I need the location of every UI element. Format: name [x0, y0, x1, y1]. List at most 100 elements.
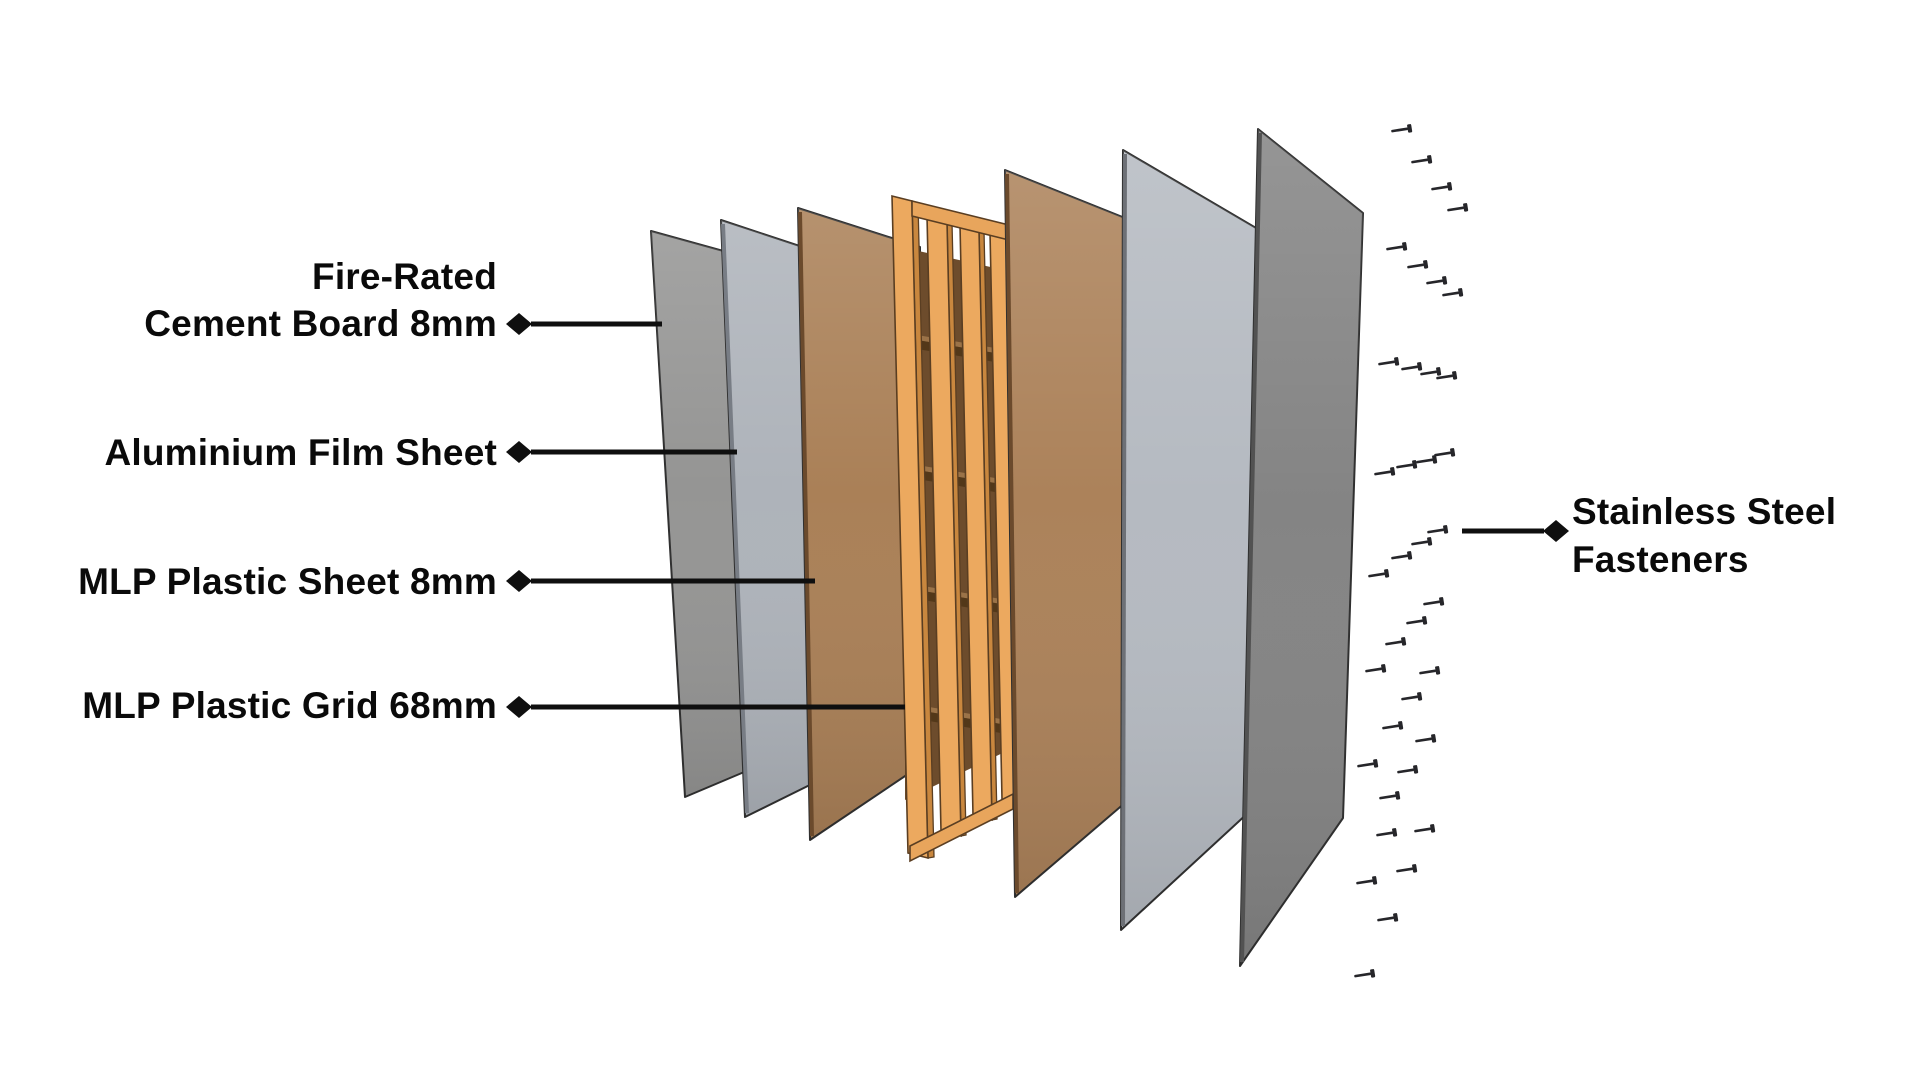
screw-shaft	[1442, 291, 1460, 297]
layer-panel-shading	[1005, 170, 1140, 897]
screw-head	[1443, 525, 1449, 534]
label-fire-rated-cement-board: Fire-Rated Cement Board 8mm	[144, 253, 497, 347]
screw-shaft	[1423, 600, 1441, 606]
diamond-marker-icon	[506, 696, 532, 718]
panel-thickness-edge	[721, 223, 749, 814]
screw-shaft	[1401, 365, 1419, 371]
screw-head	[1407, 124, 1413, 133]
screw-head	[1381, 664, 1387, 673]
screw-shaft	[1396, 463, 1414, 469]
fastener-screw-icon	[1420, 367, 1442, 376]
fastener-screw-icon	[1385, 637, 1407, 646]
fastener-screw-icon	[1365, 664, 1387, 673]
screw-head	[1430, 824, 1436, 833]
label-line: Fasteners	[1572, 539, 1749, 580]
screw-shaft	[1396, 867, 1414, 873]
screw-shaft	[1411, 540, 1429, 546]
screw-shaft	[1382, 724, 1400, 730]
screw-head	[1463, 203, 1469, 212]
screw-head	[1370, 969, 1376, 978]
fastener-screw-icon	[1376, 828, 1398, 837]
screw-head	[1452, 371, 1458, 380]
layer-panel-shading	[1240, 129, 1363, 966]
fastener-screw-icon	[1442, 288, 1464, 297]
screw-shaft	[1420, 370, 1438, 376]
fastener-screw-icon	[1379, 791, 1401, 800]
screw-shaft	[1416, 458, 1434, 464]
fastener-screw-icon	[1368, 569, 1390, 578]
screw-shaft	[1415, 737, 1433, 743]
fastener-screw-icon	[1434, 448, 1456, 457]
fastener-screw-icon	[1401, 692, 1423, 701]
fastener-screw-icon	[1431, 182, 1453, 191]
fastener-screw-icon	[1414, 824, 1436, 833]
fastener-screw-icon	[1357, 759, 1379, 768]
screw-head	[1395, 791, 1401, 800]
screw-shaft	[1407, 263, 1425, 269]
label-stainless-steel-fasteners: Stainless Steel Fasteners	[1572, 488, 1836, 584]
diamond-marker-icon	[506, 313, 532, 335]
fastener-screw-icon	[1401, 362, 1423, 371]
screw-shaft	[1447, 206, 1465, 212]
layer-panel-shading	[1121, 150, 1280, 930]
fastener-screw-icon	[1377, 913, 1399, 922]
panel-layers-front-group	[1004, 128, 1364, 967]
fastener-screw-icon	[1386, 242, 1408, 251]
grid-stud	[891, 194, 929, 860]
diamond-marker-icon	[506, 570, 532, 592]
layer-panel-shading	[798, 208, 920, 840]
screw-head	[1431, 734, 1437, 743]
panel-thickness-edge	[1240, 132, 1262, 963]
screw-shaft	[1397, 768, 1415, 774]
screw-head	[1447, 182, 1453, 191]
screw-shaft	[1426, 279, 1444, 285]
fastener-screw-icon	[1406, 616, 1428, 625]
screw-shaft	[1386, 245, 1404, 251]
screw-shaft	[1419, 669, 1437, 675]
fastener-screw-icon	[1436, 371, 1458, 380]
screw-head	[1423, 260, 1429, 269]
fastener-screw-icon	[1419, 666, 1441, 675]
fastener-screw-icon	[1427, 525, 1449, 534]
screw-head	[1390, 467, 1396, 476]
fastener-screw-icon	[1391, 551, 1413, 560]
fastener-screw-icon	[1382, 721, 1404, 730]
screw-head	[1458, 288, 1464, 297]
screw-shaft	[1368, 572, 1386, 578]
screw-shaft	[1406, 619, 1424, 625]
screw-head	[1394, 357, 1400, 366]
screw-head	[1372, 876, 1378, 885]
label-aluminium-film-sheet: Aluminium Film Sheet	[104, 429, 497, 476]
screw-shaft	[1354, 972, 1372, 978]
panel-layers-group	[650, 207, 921, 841]
screw-head	[1402, 242, 1408, 251]
screw-shaft	[1427, 528, 1445, 534]
label-line: Cement Board 8mm	[144, 303, 497, 344]
fastener-screw-icon	[1396, 864, 1418, 873]
fastener-screw-icon	[1407, 260, 1429, 269]
panel-thickness-edge	[798, 211, 814, 837]
screw-shaft	[1414, 827, 1432, 833]
screw-shaft	[1411, 158, 1429, 164]
fastener-screw-icon	[1397, 765, 1419, 774]
leader-lines-group	[506, 313, 1569, 718]
screw-head	[1398, 721, 1404, 730]
fasteners-group	[1354, 124, 1469, 978]
label-line: Aluminium Film Sheet	[104, 432, 497, 473]
screw-shaft	[1356, 879, 1374, 885]
screw-shaft	[1401, 695, 1419, 701]
screw-shaft	[1431, 185, 1449, 191]
screw-head	[1384, 569, 1390, 578]
screw-shaft	[1385, 640, 1403, 646]
label-line: Stainless Steel	[1572, 491, 1837, 532]
screw-shaft	[1391, 554, 1409, 560]
label-mlp-plastic-grid: MLP Plastic Grid 68mm	[82, 682, 497, 729]
fastener-screw-icon	[1354, 969, 1376, 978]
screw-shaft	[1378, 360, 1396, 366]
screw-head	[1435, 666, 1441, 675]
screw-head	[1412, 460, 1418, 469]
screw-head	[1442, 276, 1448, 285]
screw-shaft	[1365, 667, 1383, 673]
label-line: Fire-Rated	[312, 256, 497, 297]
